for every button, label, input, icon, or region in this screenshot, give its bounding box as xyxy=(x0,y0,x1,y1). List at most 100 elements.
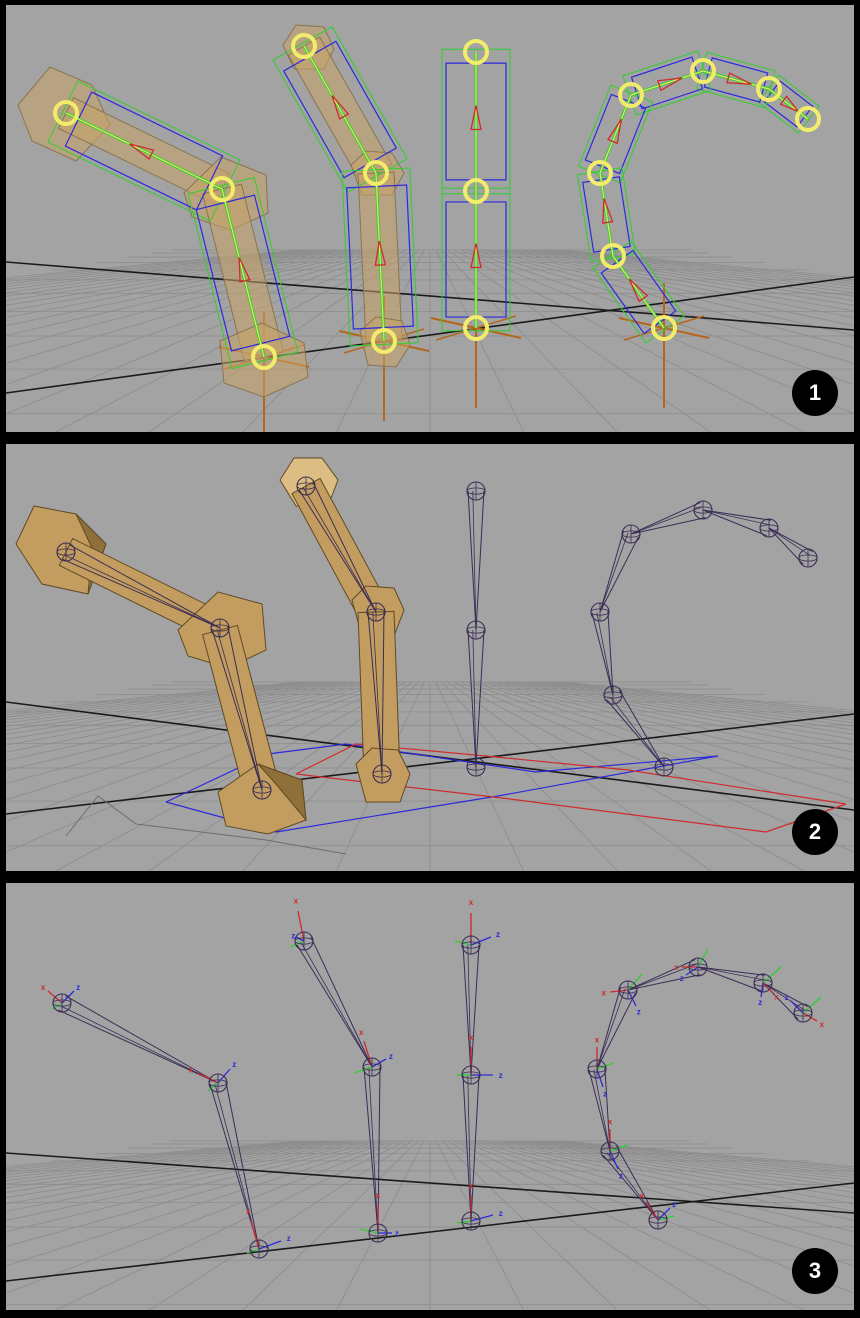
grid-line xyxy=(6,681,323,721)
viewport-panel-1[interactable]: 1 xyxy=(6,5,854,432)
joint-highlight xyxy=(587,160,613,186)
grid-line xyxy=(549,249,854,282)
axis-x-label: x xyxy=(601,989,606,998)
axis-z-label: z xyxy=(291,932,295,941)
grid-line xyxy=(531,1140,854,1179)
axis-z-label: z xyxy=(758,998,762,1007)
joint xyxy=(466,481,486,501)
grid-line xyxy=(6,1140,359,1199)
grid-line xyxy=(6,1140,371,1212)
grid-line xyxy=(6,681,395,822)
joint xyxy=(252,780,272,800)
control-box xyxy=(622,50,712,116)
joint xyxy=(688,957,708,977)
grid-line xyxy=(483,681,854,772)
joint xyxy=(294,931,314,951)
bone-edge xyxy=(596,612,614,696)
grid-line xyxy=(543,681,854,718)
grid-line xyxy=(519,681,854,731)
joint xyxy=(372,764,392,784)
axis-z xyxy=(371,1058,387,1068)
bone-edge xyxy=(697,966,764,981)
direction-arrow xyxy=(374,240,387,266)
axis-z xyxy=(470,1214,494,1222)
grid-line xyxy=(441,249,618,432)
bone-edge xyxy=(627,963,698,991)
grid-line xyxy=(519,249,854,297)
grid-line xyxy=(6,1140,341,1185)
grid-line xyxy=(6,249,395,385)
ground-grid xyxy=(6,249,854,432)
axis-x xyxy=(250,1220,260,1250)
grid-line xyxy=(471,249,854,364)
axis-y xyxy=(454,940,472,946)
axis-x xyxy=(363,1040,373,1068)
grid-line xyxy=(6,681,383,784)
grid-line xyxy=(6,249,335,294)
grid-line xyxy=(6,681,311,716)
joint-highlight xyxy=(463,178,489,204)
bone-edge xyxy=(64,554,221,629)
axis-x-label: x xyxy=(469,1033,474,1042)
bone-edge xyxy=(302,487,377,613)
joint xyxy=(461,935,481,955)
axis-x xyxy=(762,982,774,994)
viewport-panel-2[interactable]: 2 xyxy=(6,444,854,871)
axis-x-label: x xyxy=(608,1117,613,1126)
axis-y xyxy=(657,1215,675,1221)
axis-x-label: x xyxy=(674,963,679,972)
axis-z xyxy=(295,936,305,942)
joint xyxy=(798,548,818,568)
grid-line xyxy=(6,681,347,735)
axis-x-label: x xyxy=(246,1207,251,1216)
bone-axis xyxy=(303,45,377,174)
joint xyxy=(621,524,641,544)
axis-z xyxy=(470,936,492,946)
ground-grid xyxy=(6,1140,854,1310)
joint xyxy=(603,685,623,705)
control-box xyxy=(64,91,224,211)
joint xyxy=(654,757,674,777)
ground-curve xyxy=(65,795,347,855)
grid-line xyxy=(6,249,347,301)
axis-z-label: z xyxy=(603,1089,607,1098)
grid-line xyxy=(543,1140,854,1173)
control-box xyxy=(282,40,398,179)
bone-axis xyxy=(375,172,385,342)
grid-line xyxy=(453,249,806,432)
joint xyxy=(249,1239,269,1259)
grid-line xyxy=(6,681,401,853)
local-rotation-axes: xz xyxy=(674,948,709,983)
joint-highlight xyxy=(371,328,397,354)
grid-line xyxy=(6,1140,323,1176)
grid-line xyxy=(513,1140,854,1189)
bone-edge xyxy=(300,942,373,1068)
bone-edge xyxy=(472,629,477,768)
direction-arrow xyxy=(470,105,482,131)
direction-arrow xyxy=(656,77,683,92)
grid-line xyxy=(525,249,854,294)
bone-edge xyxy=(702,509,770,526)
grid-line xyxy=(495,681,854,753)
grid-line xyxy=(513,681,854,735)
bone-edge xyxy=(768,527,811,556)
joint-highlight xyxy=(600,243,626,269)
grid-line xyxy=(6,1140,329,1179)
control-box xyxy=(445,62,507,181)
joint-highlight xyxy=(690,58,716,84)
bone-edge xyxy=(472,490,477,631)
grid-line xyxy=(6,1140,353,1193)
local-rotation-axes: xz xyxy=(353,1028,393,1074)
panel-number-badge: 1 xyxy=(792,370,838,416)
joint xyxy=(693,500,713,520)
grid-line xyxy=(6,681,329,724)
grid-line xyxy=(507,249,854,306)
proxy-block-side xyxy=(257,763,307,822)
axis-y xyxy=(207,1082,219,1092)
direction-arrow xyxy=(602,198,614,224)
grid-line xyxy=(447,249,712,432)
control-box xyxy=(195,194,291,352)
bone-edge xyxy=(593,1069,611,1152)
direction-arrow xyxy=(726,72,752,85)
